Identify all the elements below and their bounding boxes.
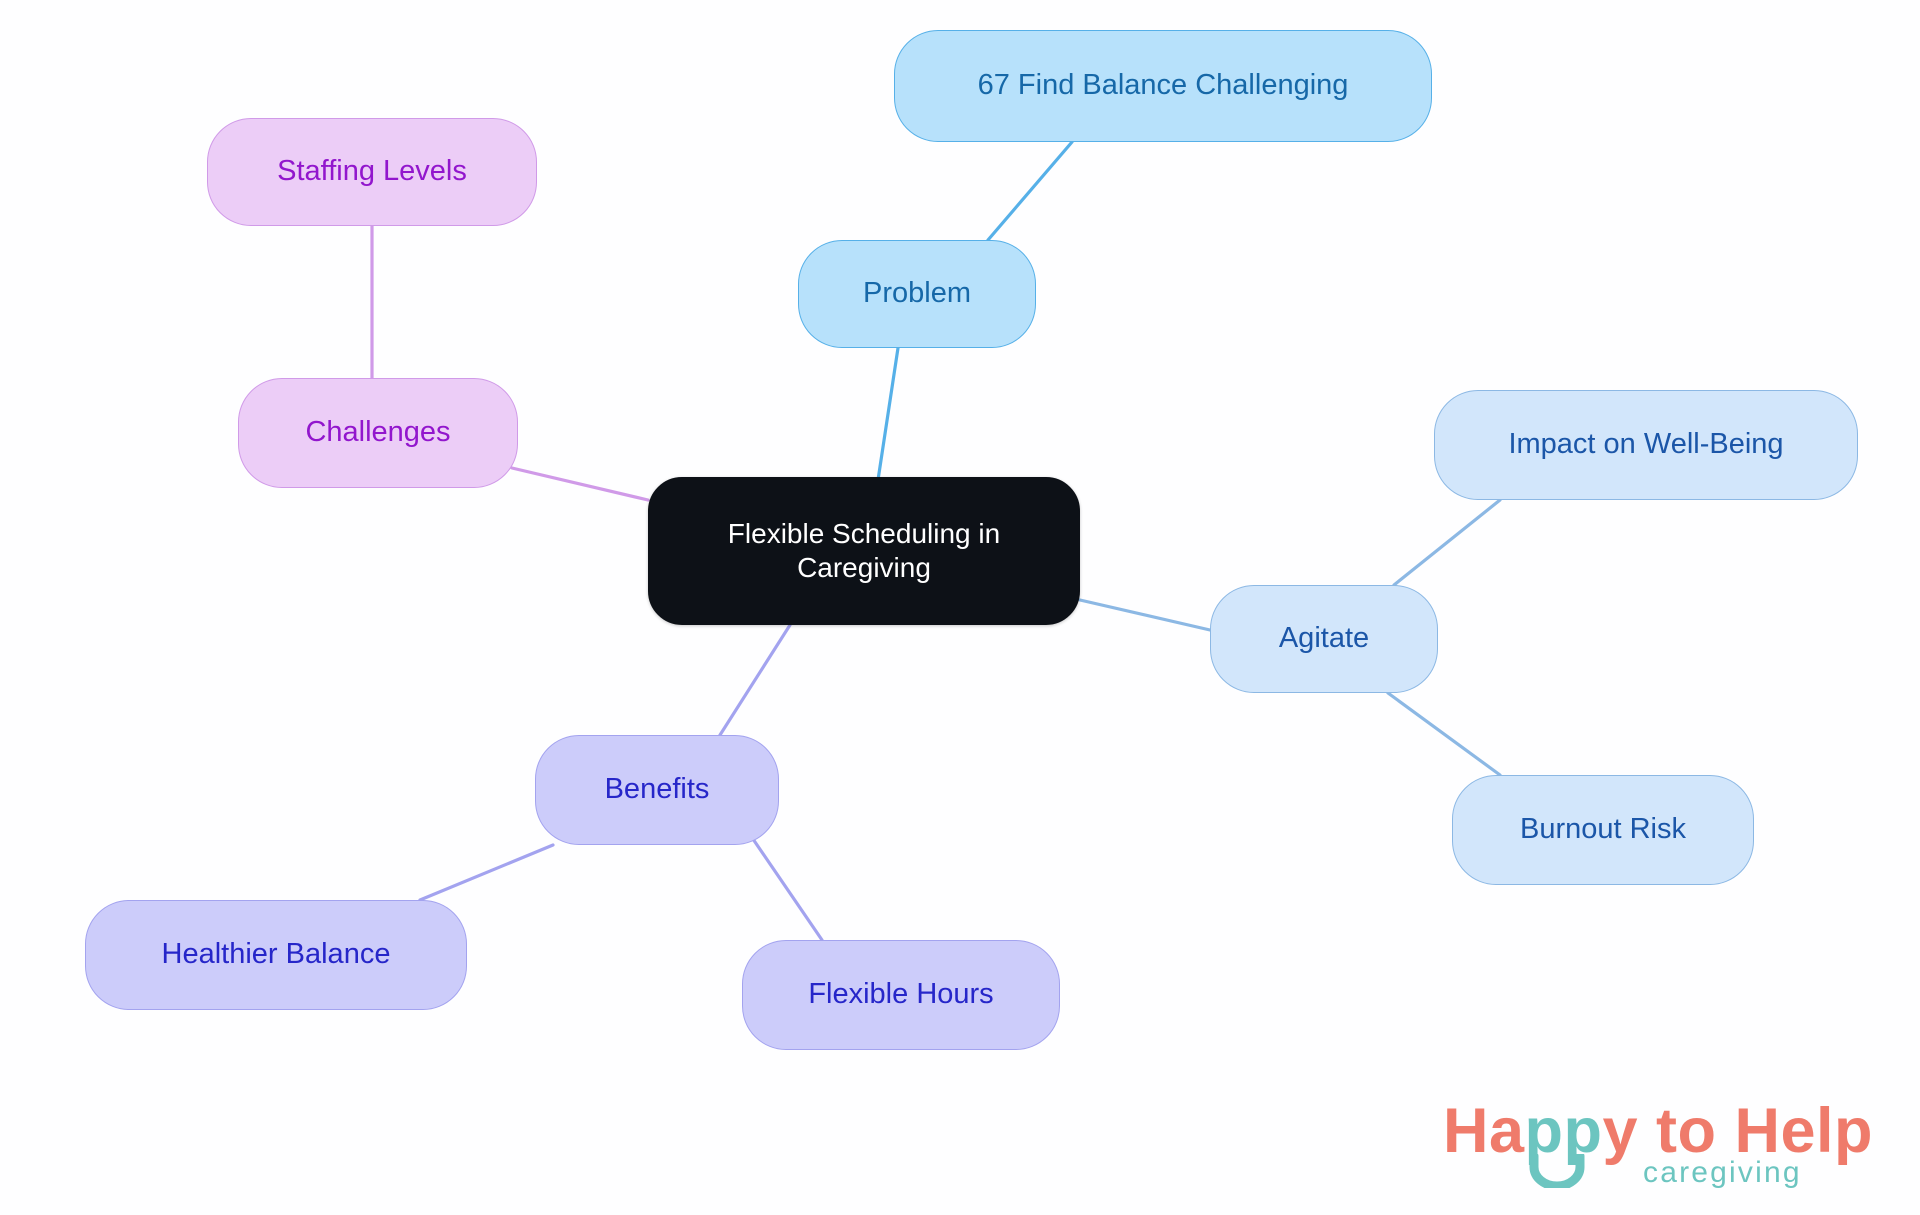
brand-logo: Happy to Help caregiving <box>1443 1100 1883 1200</box>
mindmap-node-impact-on-well-being[interactable]: Impact on Well-Being <box>1434 390 1858 500</box>
edge-problem-to-find-balance <box>986 140 1074 242</box>
mindmap-node-burnout-risk[interactable]: Burnout Risk <box>1452 775 1754 885</box>
mindmap-node-problem[interactable]: Problem <box>798 240 1036 348</box>
mindmap-node-staffing-levels[interactable]: Staffing Levels <box>207 118 537 226</box>
edge-root-to-problem <box>876 346 900 482</box>
edge-agitate-to-impact-wellbeing <box>1392 498 1502 587</box>
mindmap-node-healthier-balance[interactable]: Healthier Balance <box>85 900 467 1010</box>
logo-text-ha: Ha <box>1443 1096 1525 1166</box>
mindmap-node-agitate[interactable]: Agitate <box>1210 585 1438 693</box>
mindmap-node-find-balance-challenging[interactable]: 67 Find Balance Challenging <box>894 30 1432 142</box>
smile-icon <box>1529 1154 1585 1188</box>
edge-benefits-to-healthier-balance <box>418 843 555 902</box>
logo-text-pp: pp <box>1524 1096 1603 1166</box>
mindmap-node-flexible-hours[interactable]: Flexible Hours <box>742 940 1060 1050</box>
logo-tagline: caregiving <box>1643 1156 1802 1189</box>
mindmap-node-challenges[interactable]: Challenges <box>238 378 518 488</box>
logo-wordmark: Happy to Help <box>1443 1100 1873 1163</box>
mindmap-node-root[interactable]: Flexible Scheduling in Caregiving <box>648 477 1080 625</box>
logo-text-y-to-help: y to Help <box>1602 1096 1874 1166</box>
edge-root-to-challenges <box>510 466 650 502</box>
edge-root-to-benefits <box>718 623 792 737</box>
edge-agitate-to-burnout-risk <box>1386 691 1502 777</box>
mindmap-node-benefits[interactable]: Benefits <box>535 735 779 845</box>
edge-root-to-agitate <box>1078 598 1212 632</box>
